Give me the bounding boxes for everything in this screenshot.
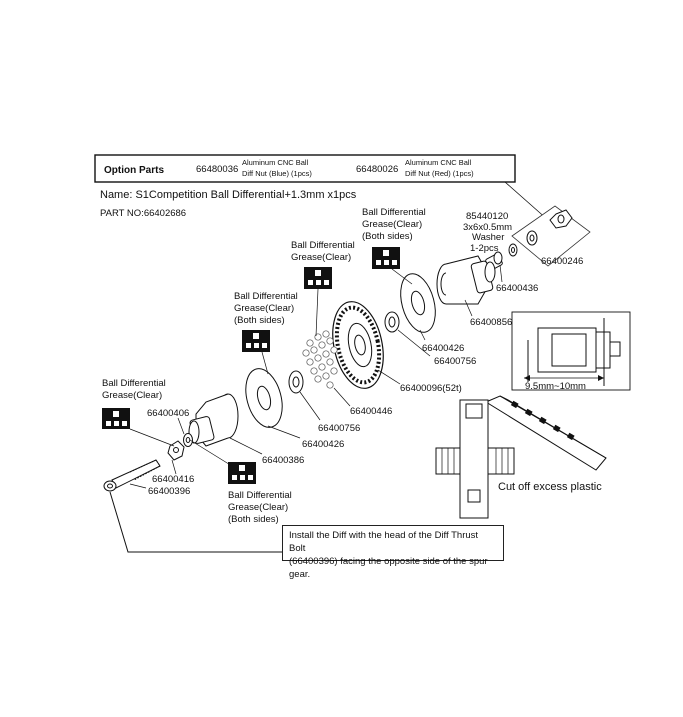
label-66400426-upper: 66400426 — [422, 343, 464, 354]
washer-qty: 1-2pcs — [470, 243, 499, 254]
thrust-nut-left — [167, 433, 193, 461]
label-66400096: 66400096(52t) — [400, 383, 462, 394]
grease-2-line2: Grease(Clear) — [234, 303, 294, 314]
diff-balls — [302, 330, 338, 389]
label-66400756-lower: 66400756 — [318, 423, 360, 434]
grease-5-line2: Grease(Clear) — [228, 502, 288, 513]
grease-5-line1: Ball Differential — [228, 490, 292, 501]
part-number: PART NO:66402686 — [100, 208, 186, 219]
label-66400426-lower: 66400426 — [302, 439, 344, 450]
grease-3-line1: Ball Differential — [291, 240, 355, 251]
grease-4-line2: Grease(Clear) — [362, 219, 422, 230]
option-part-no-1: 66480036 — [196, 164, 238, 175]
cutting-illustration — [435, 395, 607, 519]
grease-icon-4 — [372, 247, 400, 269]
label-66400856: 66400856 — [470, 317, 512, 328]
grease-4-line1: Ball Differential — [362, 207, 426, 218]
washer-name: Washer — [472, 232, 504, 243]
option-leader-line — [504, 181, 549, 221]
install-note: Install the Diff with the head of the Di… — [282, 525, 504, 580]
grease-4-line3: (Both sides) — [362, 231, 413, 242]
label-66400386: 66400386 — [262, 455, 304, 466]
diff-cup-right — [436, 255, 496, 305]
cutoff-label: Cut off excess plastic — [498, 481, 602, 493]
option-part-desc-1b: Diff Nut (Blue) (1pcs) — [242, 169, 312, 178]
option-parts-box: Option Parts 66480036 Aluminum CNC Ball … — [94, 154, 516, 183]
option-part-no-2: 66480026 — [356, 164, 398, 175]
thrust-plate-upper — [400, 273, 436, 333]
thrust-bolt — [103, 459, 161, 492]
washer-size: 3x6x0.5mm — [463, 222, 512, 233]
grease-icon-2 — [242, 330, 270, 352]
bearing-upper — [384, 311, 400, 333]
grease-1-line1: Ball Differential — [102, 378, 166, 389]
bearing-lower — [288, 370, 304, 394]
grease-icon-3 — [304, 267, 332, 289]
option-part-desc-2a: Aluminum CNC Ball — [405, 158, 472, 167]
spur-gear-52t — [332, 301, 384, 389]
label-66400436: 66400436 — [496, 283, 538, 294]
note-leader-line — [109, 491, 282, 553]
diff-nut-inset — [511, 205, 591, 267]
grease-icon-1 — [102, 408, 130, 429]
grease-1-line2: Grease(Clear) — [102, 390, 162, 401]
grease-3-line2: Grease(Clear) — [291, 252, 351, 263]
label-66400756-upper: 66400756 — [434, 356, 476, 367]
grease-2-line1: Ball Differential — [234, 291, 298, 302]
install-note-line2: (66400396) facing the opposite side of t… — [289, 556, 488, 580]
option-parts-title: Option Parts — [104, 165, 164, 176]
grease-icon-5 — [228, 462, 256, 484]
label-66400406: 66400406 — [147, 408, 189, 419]
measurement-label: 9.5mm~10mm — [525, 381, 586, 392]
grease-5-line3: (Both sides) — [228, 514, 279, 525]
measurement-inset — [511, 311, 631, 391]
option-part-desc-2b: Diff Nut (Red) (1pcs) — [405, 169, 474, 178]
thrust-plate-lower — [245, 368, 283, 428]
option-part-desc-1a: Aluminum CNC Ball — [242, 158, 309, 167]
grease-2-line3: (Both sides) — [234, 315, 285, 326]
label-66400416: 66400416 — [152, 474, 194, 485]
install-note-line1: Install the Diff with the head of the Di… — [289, 530, 479, 554]
washer-part-no: 85440120 — [466, 211, 508, 222]
label-66400446: 66400446 — [350, 406, 392, 417]
product-name: Name: S1Competition Ball Differential+1.… — [100, 189, 357, 201]
label-66400246: 66400246 — [541, 256, 583, 267]
label-66400396: 66400396 — [148, 486, 190, 497]
